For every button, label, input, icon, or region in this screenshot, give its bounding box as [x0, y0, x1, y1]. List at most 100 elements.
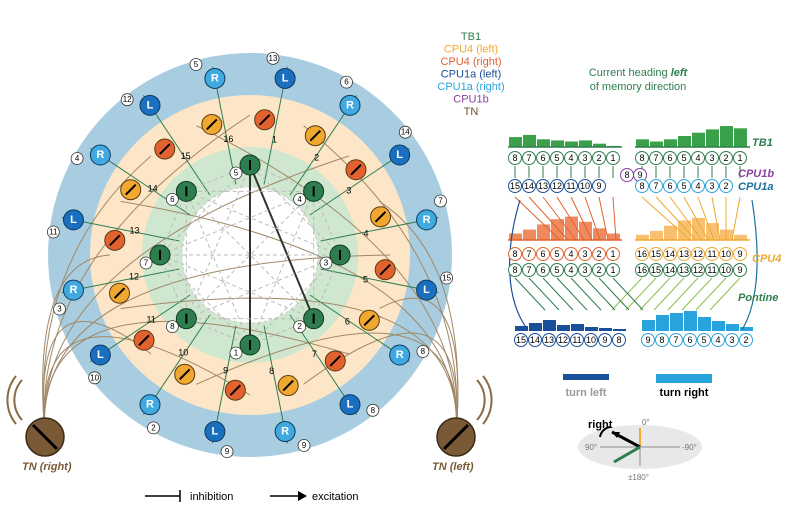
tb1-row-right-number: 3 [709, 153, 714, 163]
tn-connection-line [120, 200, 458, 438]
cpu4-bar [509, 233, 522, 240]
tb1-bar [523, 134, 536, 147]
cpu1-side-letter: R [96, 149, 104, 161]
cpu4-row-left-bot-circle [564, 263, 578, 277]
cpu4-row-left-bot-number: 4 [568, 265, 573, 275]
tn-connection-line [43, 114, 251, 438]
cpu1-side-letter: L [147, 99, 154, 111]
tn-connection-line [42, 254, 111, 438]
cpu4-bar [650, 230, 663, 240]
cpu4-row-right-top-number: 16 [637, 249, 647, 259]
cpu4-bar [678, 220, 691, 240]
tb1-inhibition-line [186, 164, 251, 192]
cpu4-row-right-top-number: 12 [693, 249, 703, 259]
type-legend-item: CPU1a (right) [437, 81, 504, 93]
tb1-row-left-circle [606, 151, 620, 165]
output-row-right-number: 7 [673, 335, 678, 345]
tn-right-neuron [6, 375, 65, 457]
output-bar [557, 325, 570, 331]
cpu1-side-letter: R [146, 399, 154, 411]
output-row-right-circle [697, 333, 711, 347]
output-row-left-circle [528, 333, 542, 347]
tb1-row-left-number: 3 [582, 153, 587, 163]
output-row-right-number: 6 [687, 335, 692, 345]
tb1-bar [636, 139, 649, 147]
cpu4-row-left-top-number: 3 [582, 249, 587, 259]
tb1-row-left-number: 1 [610, 153, 615, 163]
cpu1-row-right-circle [691, 179, 705, 193]
cpu1-side-letter: L [396, 149, 403, 161]
tb1-row-left-number: 2 [596, 153, 601, 163]
cpu4-number: 1 [272, 135, 277, 145]
cpu4-row-left-bot-circle [550, 263, 564, 277]
tn-connection-line [196, 125, 458, 438]
cpu1-side-letter: L [423, 284, 430, 296]
cpu4-row-left-top-circle [550, 247, 564, 261]
cpu4-row-right-top-number: 14 [665, 249, 675, 259]
cpu1-row-left-number: 12 [552, 181, 562, 191]
output-row-right-number: 8 [659, 335, 664, 345]
tb1-inhibition-line [186, 191, 314, 319]
cpu1-number: 9 [302, 441, 307, 450]
tb1-number: 3 [324, 259, 329, 268]
cpu1-row-left-circle [508, 179, 522, 193]
cpu4-row-right-top-circle [733, 247, 747, 261]
cpu4-arrow-icon [109, 234, 121, 247]
tb1-row-right-number: 1 [737, 153, 742, 163]
cpu4-arrow-icon [124, 184, 137, 196]
cpu1-number: 5 [194, 60, 199, 69]
cpu4-input-line [542, 196, 577, 241]
cpu1-neuron [89, 144, 111, 166]
tb1-row-right-number: 4 [695, 153, 700, 163]
type-legend-item: CPU1b [453, 94, 488, 106]
tb1-row-right-circle [677, 151, 691, 165]
tb1-row-left-number: 4 [568, 153, 573, 163]
output-row-left-circle [542, 333, 556, 347]
pontine-line [570, 277, 602, 311]
cpu4-row-left-top-number: 8 [512, 249, 517, 259]
output-row-left-circle [598, 333, 612, 347]
cpu4-row-right-top-number: 9 [737, 249, 742, 259]
heading-compass: right 0° 90° -90° ±180° [578, 418, 702, 482]
output-histogram [515, 311, 753, 331]
type-legend-item: TB1 [461, 31, 481, 43]
cpu4-row-left-top-circle [578, 247, 592, 261]
output-bar [726, 324, 739, 331]
cpu4-number: 5 [363, 274, 368, 284]
output-row-left-circle [612, 333, 626, 347]
tb1-row-left-circle [536, 151, 550, 165]
tb1-bar [734, 128, 747, 147]
cpu1-number: 9 [225, 447, 230, 456]
cpu4-row-right-bot-circle [691, 263, 705, 277]
tb1-bar [650, 141, 663, 147]
tb1-row-right-number: 8 [639, 153, 644, 163]
cpu4-input-line [598, 196, 609, 241]
cpu4-number: 2 [314, 153, 319, 163]
cpu4-row-right-bot-circle [635, 263, 649, 277]
tb1-inhibition-line [313, 191, 341, 256]
tb1-bar [692, 132, 705, 147]
cpu4-row-right-bot-circle [649, 263, 663, 277]
cpu4-arrow-icon [282, 379, 294, 392]
pontine-line [653, 277, 685, 311]
cpu1-number-badge [53, 302, 66, 316]
cpu4-row-left-top-circle [508, 247, 522, 261]
cpu4-row-right-bot-number: 10 [721, 265, 731, 275]
cpu1-number: 7 [438, 196, 443, 205]
cpu1-number: 3 [57, 305, 62, 314]
tb1-number: 1 [234, 349, 239, 358]
pontine-line [612, 277, 644, 311]
pontine-line [528, 277, 560, 311]
pontine-line [695, 277, 727, 311]
cpu4-row-left-bot-circle [508, 263, 522, 277]
tb1-bar [678, 136, 691, 147]
cpu4-arrow-icon [258, 114, 271, 126]
cpu1-number: 8 [371, 406, 376, 415]
output-bar [543, 320, 556, 331]
output-row-right-number: 4 [715, 335, 720, 345]
cpu1-number-badge [189, 58, 203, 71]
cpu4-bar [565, 216, 578, 240]
cpu1-row-left-number: 10 [580, 181, 590, 191]
cpu1-number-badge [366, 403, 380, 417]
